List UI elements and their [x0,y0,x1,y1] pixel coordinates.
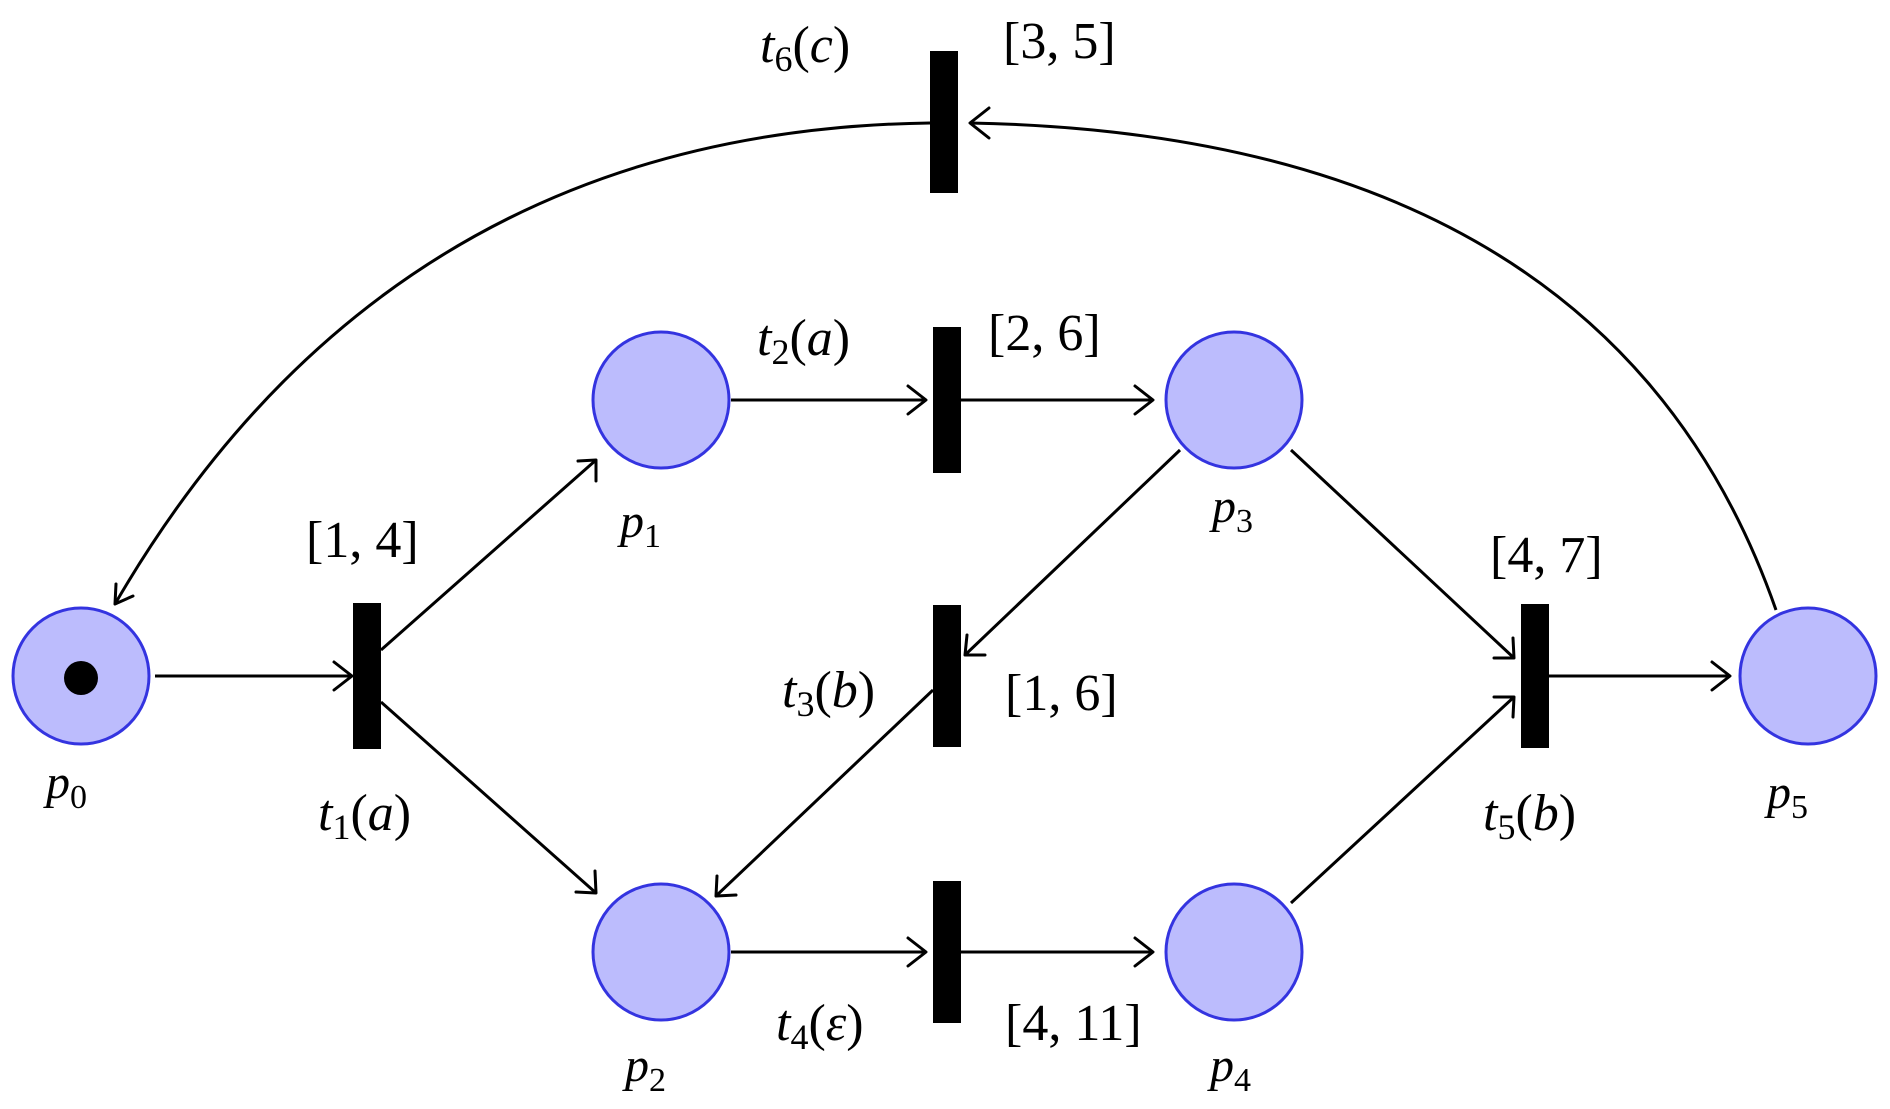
transition-label-t2: t2(a) [757,310,850,372]
places [11,330,1878,1022]
transition-t2 [933,327,961,473]
arc-p5-t6 [969,121,1778,611]
arrowhead-icon [906,384,928,416]
interval-label-t4: [4, 11] [1005,995,1142,1052]
token-p0 [64,661,98,695]
transition-t6 [930,51,958,193]
transition-t1 [353,603,381,749]
arc-t6-p0 [113,121,931,605]
place-p1 [591,330,731,470]
place-label-p3: p3 [1209,480,1253,540]
interval-labels: [1, 4] [2, 6] [1, 6] [4, 11] [4, 7] [3, … [306,13,1603,1052]
arrowhead-icon [332,660,354,692]
transition-label-t1: t1(a) [318,785,411,847]
transition-t4 [933,881,961,1023]
arrowhead-icon [113,582,135,606]
place-label-p4: p4 [1207,1039,1251,1099]
arrowhead-icon [576,458,598,483]
arrowhead-icon [963,633,987,657]
arc-t1-p2 [380,700,597,895]
arrowhead-icon [906,936,928,968]
transition-t3 [933,605,961,747]
place-label-p2: p2 [622,1039,666,1099]
interval-label-t2: [2, 6] [988,305,1101,362]
arc-p3-t5 [1289,448,1516,660]
arc-p4-t5 [1289,695,1516,905]
arcs [113,106,1778,968]
place-label-p0: p0 [43,756,87,816]
arrowhead-icon [1492,695,1516,719]
interval-label-t5: [4, 7] [1490,527,1603,584]
interval-label-t6: [3, 5] [1003,13,1116,70]
interval-label-t3: [1, 6] [1005,665,1118,722]
transition-label-t3: t3(b) [782,662,875,724]
transitions [353,51,1549,1023]
arrowhead-icon [968,106,991,140]
arrowhead-icon [714,874,738,898]
interval-label-t1: [1, 4] [306,512,419,569]
place-p5 [1738,606,1878,746]
arrowhead-icon [1133,936,1155,968]
place-p2 [591,882,731,1022]
place-label-p5: p5 [1764,766,1808,826]
arc-p3-t3 [963,448,1182,657]
arrowhead-icon [574,869,598,895]
place-label-p1: p1 [617,495,661,555]
transition-t5 [1521,604,1549,748]
arc-t1-p1 [380,458,597,652]
arrowhead-icon [1133,384,1155,416]
arrowhead-icon [1492,636,1516,660]
transition-label-t5: t5(b) [1483,785,1576,847]
transition-label-t6: t6(c) [760,17,850,79]
arc-t3-p2 [714,688,935,898]
place-p4 [1164,882,1304,1022]
transition-label-t4: t4(ε) [776,995,864,1057]
transition-labels: t1(a) t2(a) t3(b) t4(ε) t5(b) t6(c) [318,17,1576,1057]
place-p3 [1164,330,1304,470]
place-labels: p0 p1 p2 p3 p4 p5 [43,480,1808,1099]
arrowhead-icon [1710,660,1732,692]
